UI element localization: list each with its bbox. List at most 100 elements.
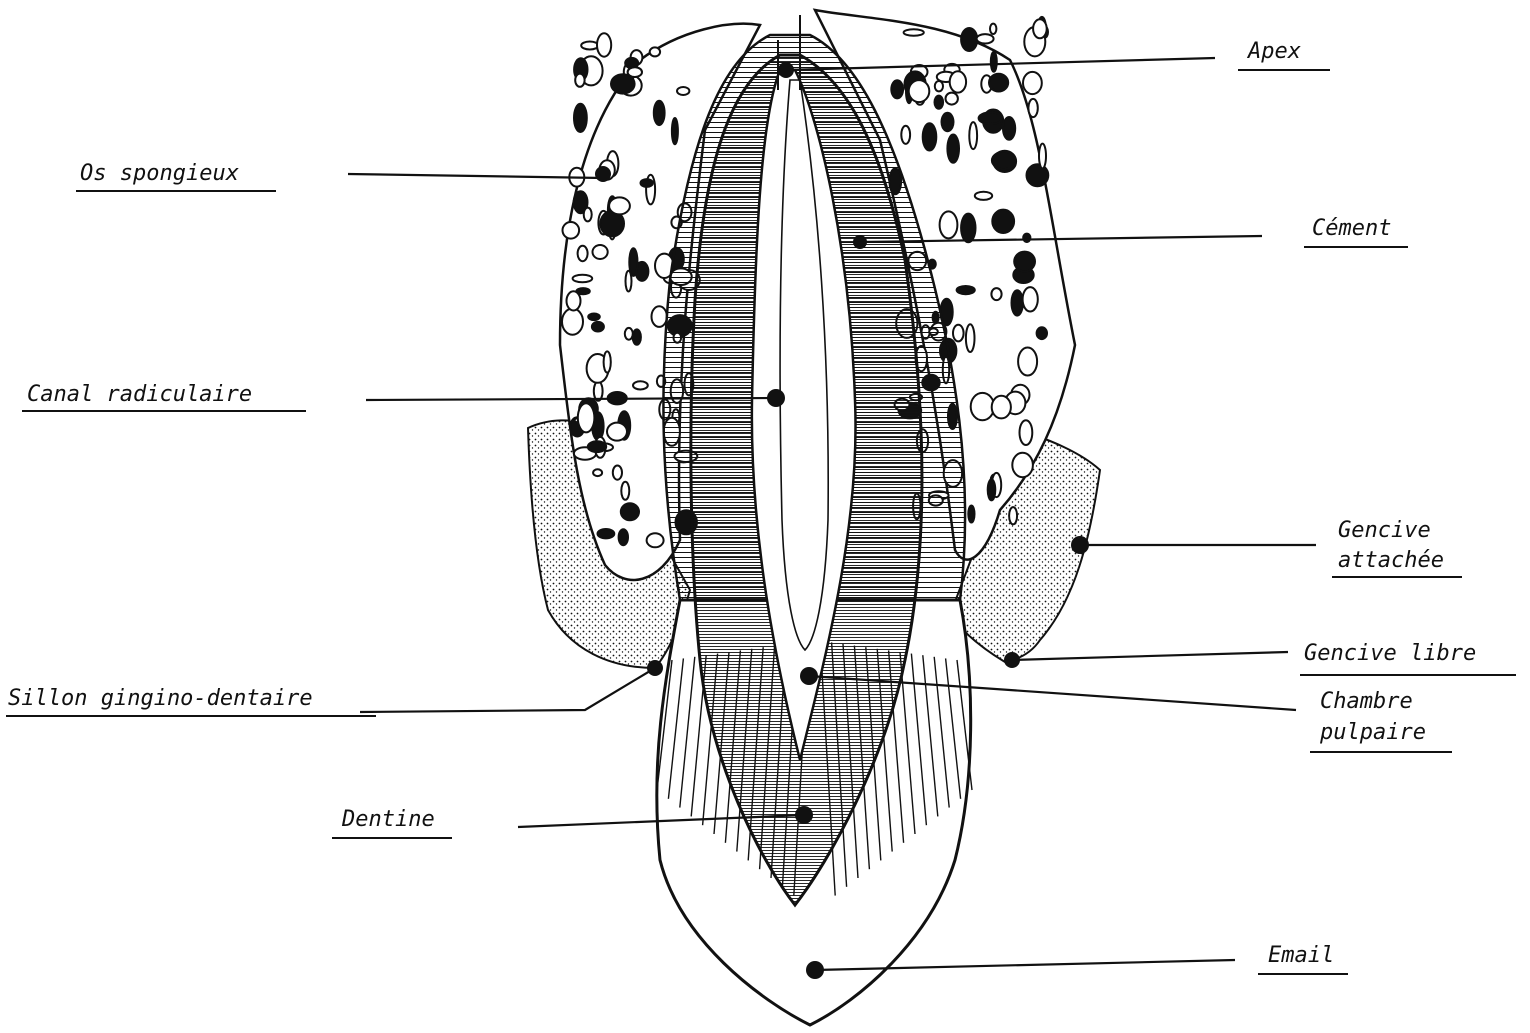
bone-pore (584, 208, 592, 222)
bone-pore (969, 122, 977, 149)
label-gencive-attachee-2: attachée (1338, 548, 1444, 573)
bone-pore (1028, 99, 1037, 117)
bone-pore (940, 211, 958, 238)
bone-pore (581, 42, 598, 50)
bone-pore (957, 286, 975, 294)
bone-pore (992, 396, 1011, 419)
bone-pore (575, 74, 584, 87)
bone-pore (628, 67, 642, 77)
label-apex: Apex (1246, 39, 1301, 64)
bone-pore (588, 314, 600, 321)
bone-pore (1037, 327, 1047, 339)
bone-pore (947, 135, 959, 163)
bone-pore (977, 34, 994, 43)
bone-pore (1018, 348, 1037, 376)
bone-pore (592, 322, 604, 332)
bone-pore (1039, 144, 1046, 169)
leader-sillon (360, 668, 655, 712)
bone-pore (613, 466, 622, 480)
bone-pore (904, 29, 924, 36)
marker-apex (778, 62, 794, 78)
marker-gencive-attachee (1071, 536, 1089, 554)
bone-pore (604, 351, 611, 372)
bone-pore (598, 529, 615, 538)
bone-pore (1033, 19, 1047, 38)
bone-pore (1020, 420, 1033, 445)
bone-pore (654, 101, 665, 125)
bone-pore (625, 328, 633, 340)
marker-os-spongieux (595, 166, 611, 182)
bone-pore (991, 288, 1001, 300)
bone-pore (621, 482, 629, 500)
bone-pore (1027, 164, 1049, 186)
bone-pore (672, 118, 678, 144)
bone-pore (588, 441, 606, 452)
bone-pore (578, 403, 595, 432)
bone-pore (641, 179, 653, 187)
bone-pore (652, 306, 667, 327)
marker-sillon (647, 660, 663, 676)
bone-pore (901, 126, 910, 144)
bone-pore (562, 309, 583, 335)
bone-pore (975, 192, 992, 200)
bone-pore (935, 81, 943, 91)
bone-pore (1014, 252, 1035, 272)
bone-pore (633, 329, 641, 344)
marker-cement (853, 235, 867, 249)
marker-dentine (795, 806, 813, 824)
bone-pore (593, 469, 602, 476)
bone-pore (1023, 72, 1042, 94)
bone-pore (597, 33, 611, 56)
label-chambre-2: pulpaire (1319, 720, 1426, 745)
bone-pore (891, 80, 903, 98)
label-gencive-attachee-1: Gencive (1338, 518, 1431, 543)
bone-pore (633, 381, 648, 389)
bone-pore (966, 324, 975, 352)
bone-pore (990, 24, 996, 34)
label-sillon: Sillon gingino-dentaire (8, 686, 313, 711)
bone-pore (953, 325, 964, 342)
bone-pore (1003, 117, 1015, 140)
bone-pore (909, 80, 930, 102)
bone-pore (992, 210, 1014, 233)
leader-os-spongieux (348, 174, 603, 178)
bone-pore (935, 96, 944, 109)
bone-pore (1012, 290, 1023, 315)
marker-canal (767, 389, 785, 407)
bone-pore (942, 113, 954, 131)
label-cement: Cément (1312, 216, 1391, 241)
bone-pore (621, 503, 639, 520)
bone-pore (946, 93, 958, 105)
label-gencive-libre: Gencive libre (1304, 641, 1476, 666)
bone-pore (923, 123, 937, 150)
leader-gencive-libre (1012, 652, 1288, 660)
bone-pore (1012, 453, 1033, 477)
label-chambre-1: Chambre (1320, 689, 1413, 714)
marker-email (806, 961, 824, 979)
bone-pore (567, 291, 581, 310)
bone-pore (647, 533, 664, 547)
label-os-spongieux: Os spongieux (80, 161, 239, 186)
bone-pore (992, 152, 1016, 169)
bone-pore (950, 71, 966, 92)
bone-pore (971, 393, 994, 420)
bone-pore (961, 28, 977, 51)
bone-pore (961, 214, 975, 243)
bone-pore (563, 222, 580, 239)
bone-pore (578, 246, 588, 261)
label-email: Email (1268, 943, 1334, 968)
bone-pore (573, 275, 593, 283)
bone-pore (968, 506, 974, 523)
bone-pore (979, 112, 1002, 124)
bone-pore (619, 529, 628, 545)
bone-pore (1009, 507, 1017, 524)
bone-pore (991, 52, 997, 72)
bone-pore (626, 271, 632, 292)
bone-pore (1023, 234, 1030, 242)
bone-pore (609, 197, 630, 214)
bone-pore (989, 74, 1008, 92)
bone-pore (988, 479, 996, 500)
marker-chambre (800, 667, 818, 685)
